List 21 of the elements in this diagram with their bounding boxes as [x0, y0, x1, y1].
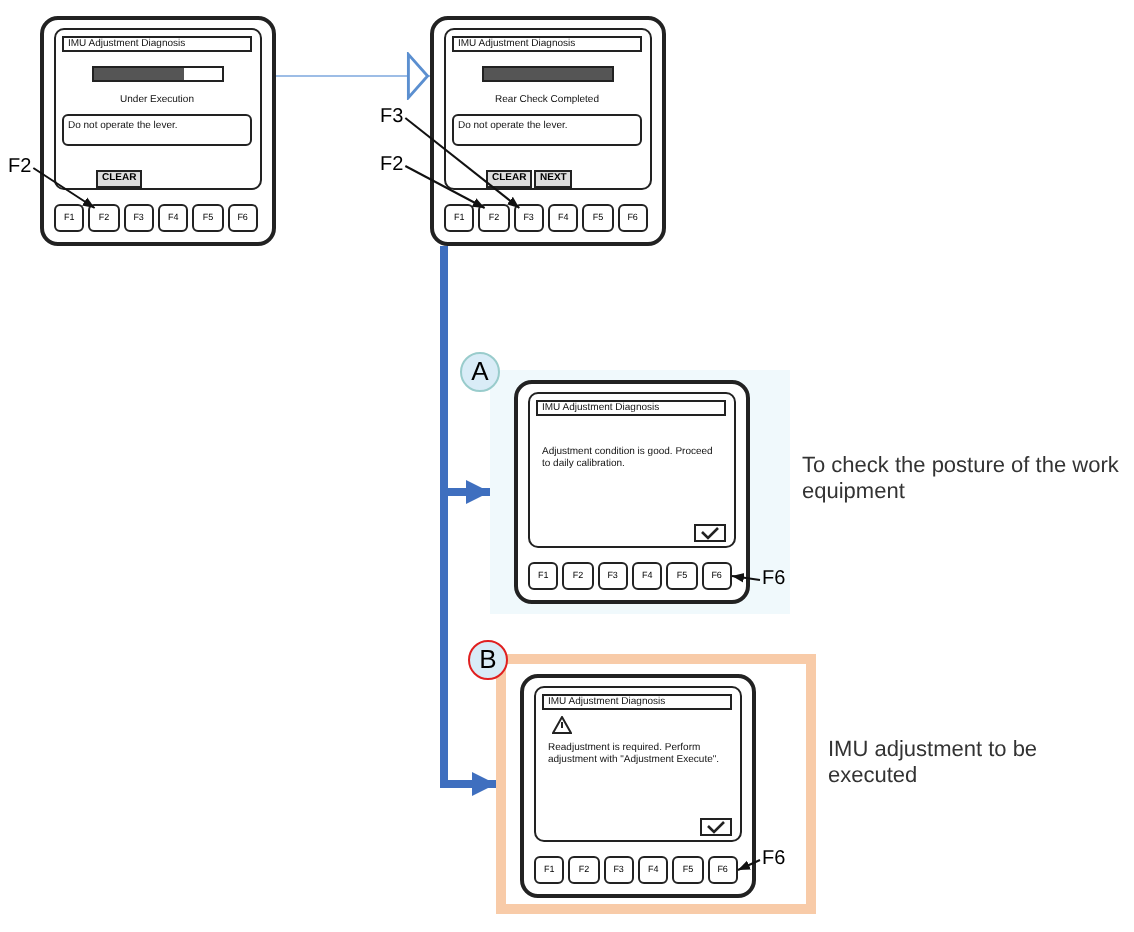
callout-label: F6	[762, 568, 786, 592]
callout-label: F2	[8, 156, 32, 180]
step-arrow	[275, 52, 431, 100]
monitor-display	[520, 674, 756, 898]
leader-line	[730, 572, 761, 583]
panel-background	[496, 654, 816, 914]
callout-label: F6	[762, 848, 786, 872]
annotation-text: To check the posture of the work equipment	[802, 454, 1121, 506]
annotation-text: IMU adjustment to be executed	[828, 738, 1040, 790]
monitor-display	[40, 16, 276, 246]
callout-label: F3	[380, 106, 404, 130]
leader-line	[404, 117, 521, 209]
option-badge: A	[460, 352, 500, 392]
leader-line	[404, 165, 486, 209]
callout-label: F2	[380, 154, 404, 178]
leader-line	[32, 167, 96, 209]
option-badge: B	[468, 640, 508, 680]
panel-background	[490, 370, 790, 614]
leader-line	[736, 859, 761, 871]
monitor-display	[514, 380, 750, 604]
monitor-display	[430, 16, 666, 246]
